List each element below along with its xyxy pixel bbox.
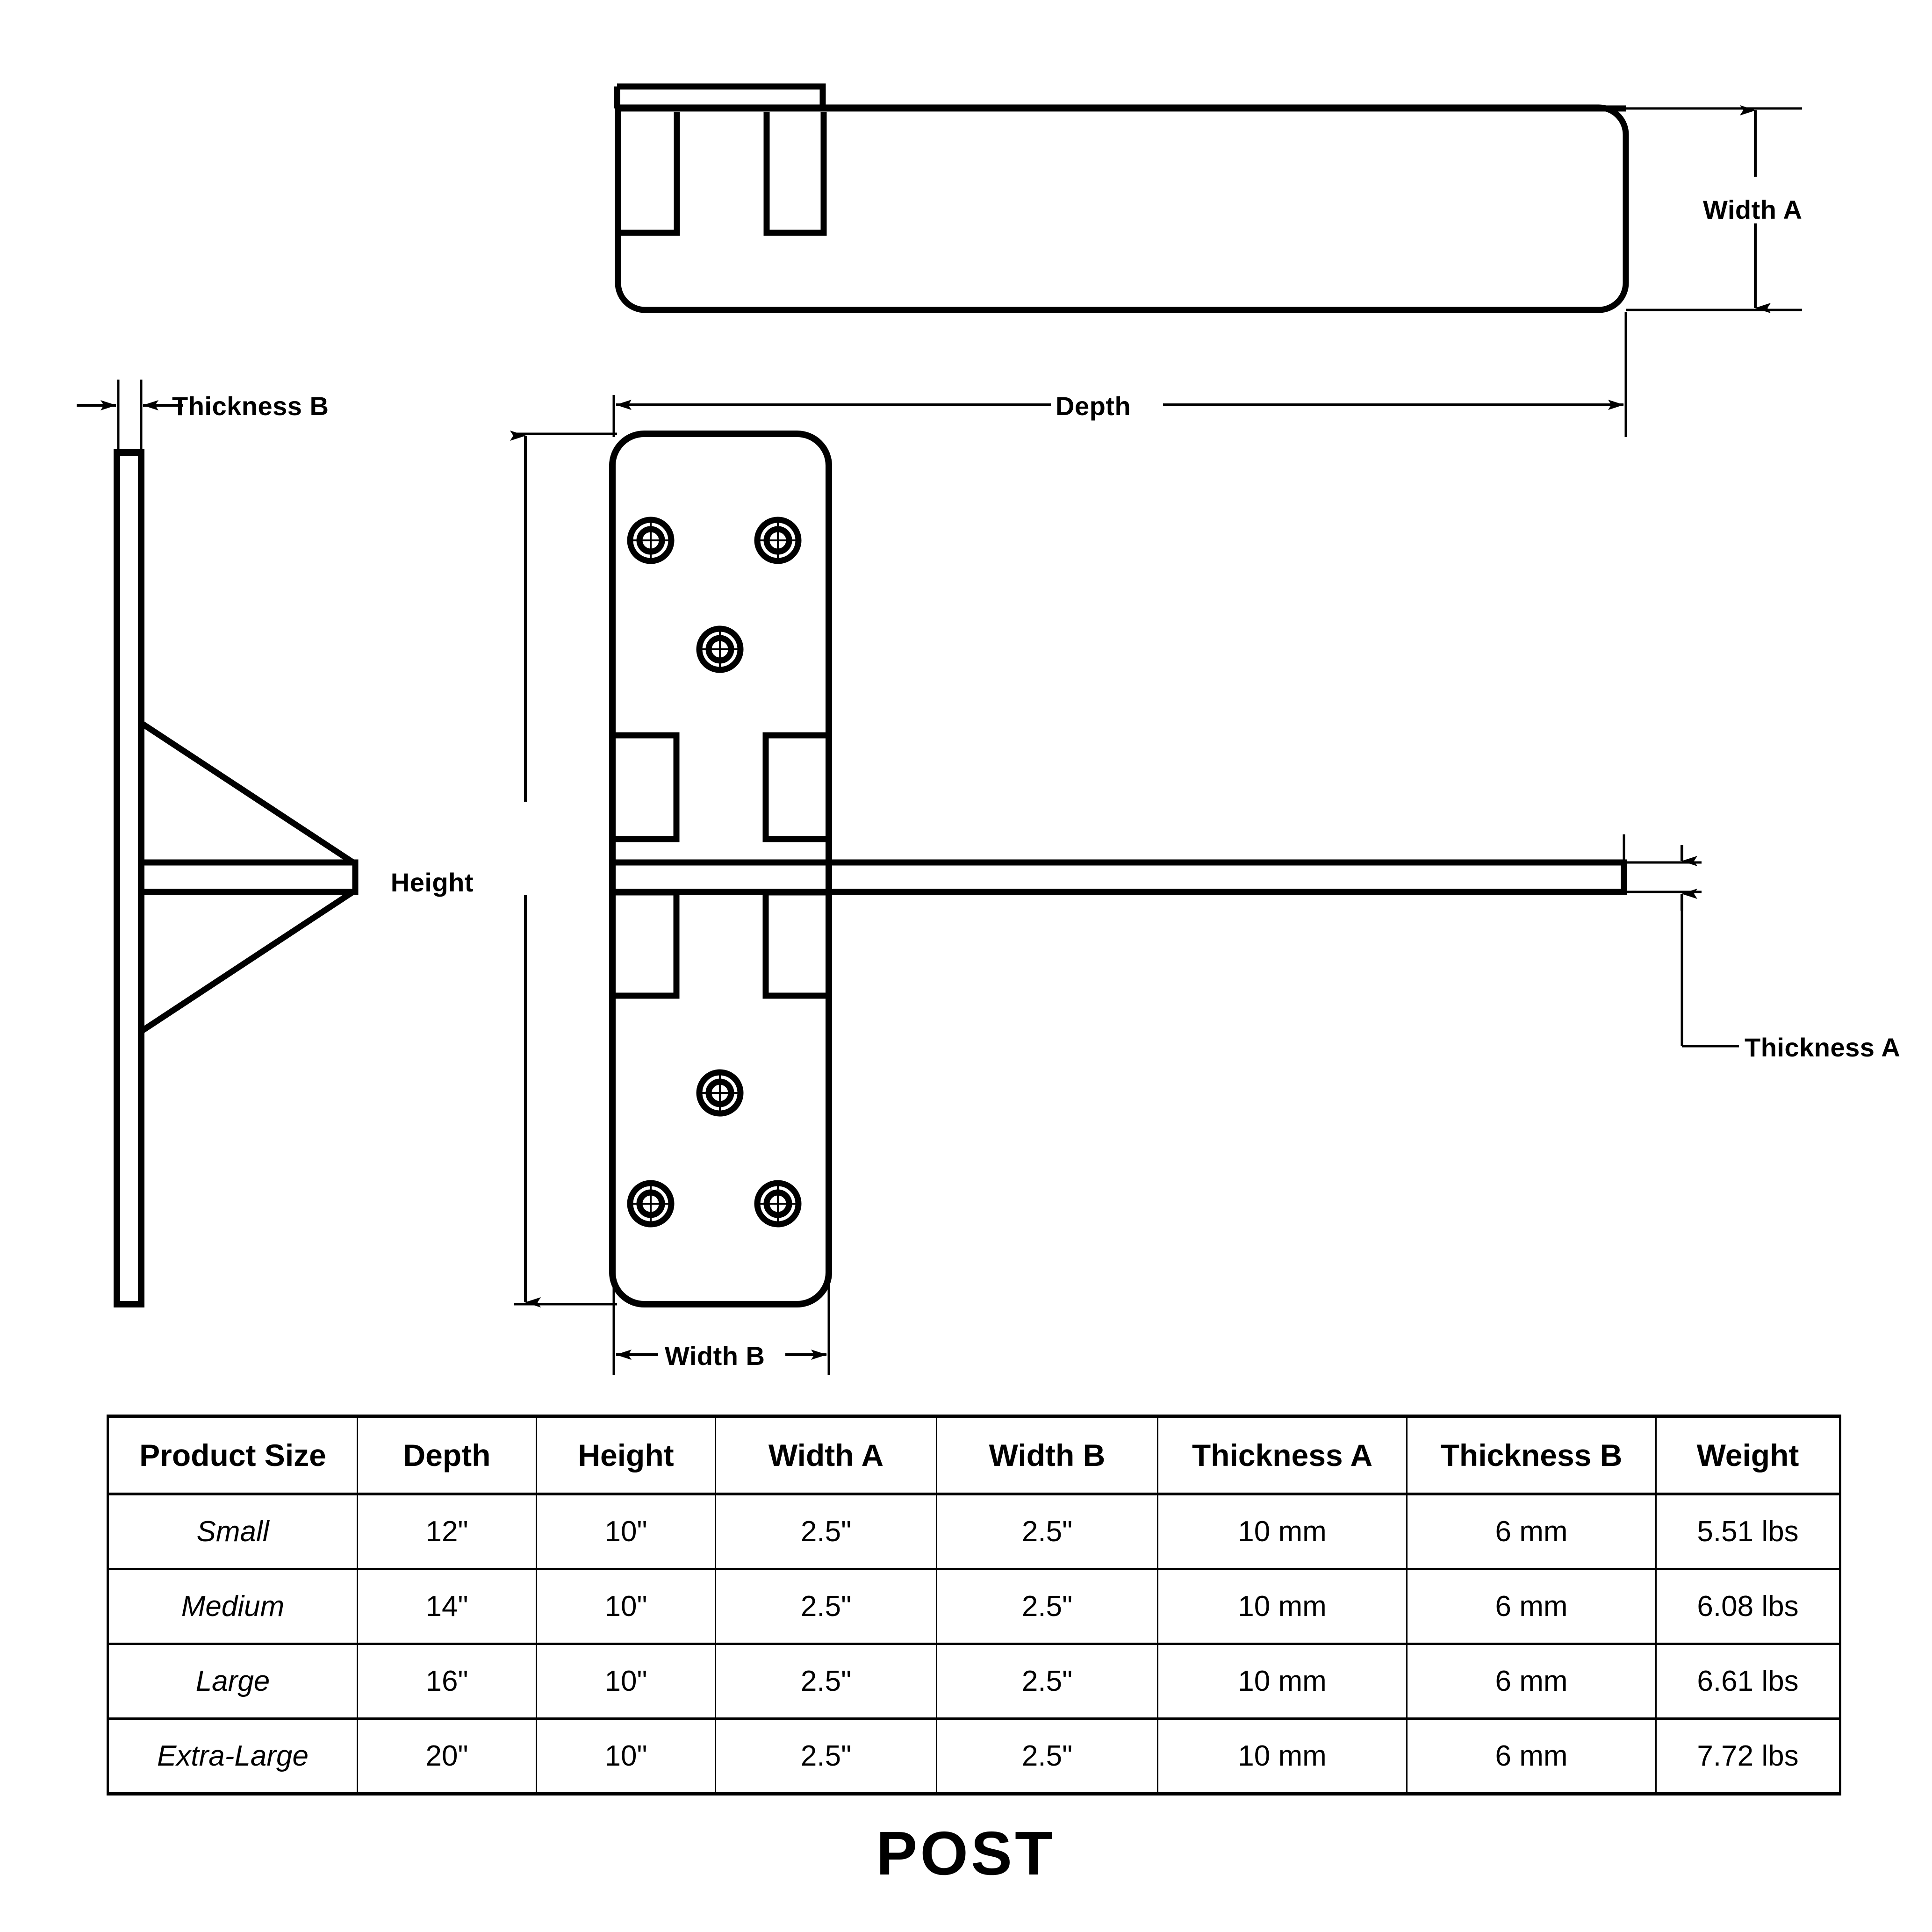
depth-label: Depth (1056, 391, 1131, 421)
cell-width-a: 2.5" (715, 1718, 937, 1796)
cell-product-size: Large (107, 1644, 358, 1720)
cell-width-a: 2.5" (715, 1644, 937, 1720)
cell-depth: 12" (357, 1494, 537, 1570)
front-view-plate-outline (609, 431, 832, 1307)
cell-thickness-b: 6 mm (1406, 1718, 1657, 1796)
front-view-lower-right-slot (762, 889, 829, 999)
col-header-product-size: Product Size (107, 1415, 358, 1495)
front-view-upper-left-slot (612, 732, 680, 842)
depth-dimension: Depth (612, 312, 1627, 437)
side-view: Thickness B (77, 380, 359, 1307)
side-view-upper-gusset (140, 721, 357, 867)
top-view-outline (615, 104, 1629, 313)
cell-height: 10" (536, 1494, 716, 1570)
cell-thickness-a: 10 mm (1157, 1718, 1408, 1796)
cell-weight: 7.72 lbs (1655, 1718, 1841, 1796)
cell-width-a: 2.5" (715, 1569, 937, 1645)
side-view-back-plate (114, 449, 144, 1307)
hole-top-left (627, 517, 675, 564)
cell-depth: 16" (357, 1644, 537, 1720)
cell-product-size: Medium (107, 1569, 358, 1645)
top-view-right-slot (763, 112, 827, 236)
cell-thickness-b: 6 mm (1406, 1644, 1657, 1720)
front-view (609, 431, 1627, 1307)
cell-weight: 6.61 lbs (1655, 1644, 1841, 1720)
cell-product-size: Small (107, 1494, 358, 1570)
top-view: Width A (614, 83, 1802, 313)
top-view-flange-tab (617, 83, 826, 108)
cell-thickness-a: 10 mm (1157, 1569, 1408, 1645)
cell-width-b: 2.5" (936, 1494, 1158, 1570)
cell-thickness-a: 10 mm (1157, 1494, 1408, 1570)
spec-table-header-row: Product Size Depth Height Width A Width … (107, 1415, 1841, 1495)
cell-width-b: 2.5" (936, 1644, 1158, 1720)
table-row: Medium 14" 10" 2.5" 2.5" 10 mm 6 mm 6.08… (107, 1569, 1841, 1645)
thickness-b-label: Thickness B (172, 391, 329, 421)
cell-weight: 6.08 lbs (1655, 1569, 1841, 1645)
col-header-thickness-a: Thickness A (1157, 1415, 1408, 1495)
front-view-shelf-arm (609, 859, 1627, 895)
hole-bottom-right (754, 1180, 802, 1228)
hole-bottom-left (627, 1180, 675, 1228)
thickness-a-label: Thickness A (1745, 1033, 1900, 1062)
front-view-upper-right-slot (762, 732, 829, 842)
cell-thickness-a: 10 mm (1157, 1644, 1408, 1720)
col-header-height: Height (536, 1415, 716, 1495)
table-row: Small 12" 10" 2.5" 2.5" 10 mm 6 mm 5.51 … (107, 1494, 1841, 1570)
front-view-lower-left-slot (612, 889, 680, 999)
thickness-a-dimension: Thickness A (1623, 834, 1900, 1062)
cell-width-a: 2.5" (715, 1494, 937, 1570)
hole-lower-center (696, 1069, 744, 1117)
cell-product-size: Extra-Large (107, 1718, 358, 1796)
cell-height: 10" (536, 1569, 716, 1645)
col-header-thickness-b: Thickness B (1406, 1415, 1657, 1495)
spec-table-head: Product Size Depth Height Width A Width … (107, 1415, 1841, 1495)
spec-table: Product Size Depth Height Width A Width … (107, 1415, 1841, 1796)
cell-thickness-b: 6 mm (1406, 1569, 1657, 1645)
cell-height: 10" (536, 1644, 716, 1720)
height-label: Height (391, 868, 474, 897)
side-view-shelf-arm (141, 859, 359, 895)
height-dimension: Height (391, 431, 617, 1307)
col-header-depth: Depth (357, 1415, 537, 1495)
side-view-lower-gusset (140, 888, 356, 1034)
cell-weight: 5.51 lbs (1655, 1494, 1841, 1570)
table-row: Extra-Large 20" 10" 2.5" 2.5" 10 mm 6 mm… (107, 1718, 1841, 1796)
cell-width-b: 2.5" (936, 1718, 1158, 1796)
spec-table-body: Small 12" 10" 2.5" 2.5" 10 mm 6 mm 5.51 … (107, 1494, 1841, 1796)
hole-upper-center (696, 625, 744, 673)
width-b-label: Width B (665, 1341, 765, 1371)
cell-height: 10" (536, 1718, 716, 1796)
cell-depth: 20" (357, 1718, 537, 1796)
drawing-title: POST (876, 1819, 1055, 1888)
top-view-left-slot (615, 112, 680, 236)
table-row: Large 16" 10" 2.5" 2.5" 10 mm 6 mm 6.61 … (107, 1644, 1841, 1720)
cell-width-b: 2.5" (936, 1569, 1158, 1645)
col-header-width-b: Width B (936, 1415, 1158, 1495)
cell-depth: 14" (357, 1569, 537, 1645)
col-header-width-a: Width A (715, 1415, 937, 1495)
width-b-dimension: Width B (553, 1277, 830, 1375)
spec-table-container: Product Size Depth Height Width A Width … (107, 1415, 1841, 1796)
hole-top-right (754, 517, 802, 564)
width-a-label: Width A (1703, 195, 1802, 224)
col-header-weight: Weight (1655, 1415, 1841, 1495)
cell-thickness-b: 6 mm (1406, 1494, 1657, 1570)
